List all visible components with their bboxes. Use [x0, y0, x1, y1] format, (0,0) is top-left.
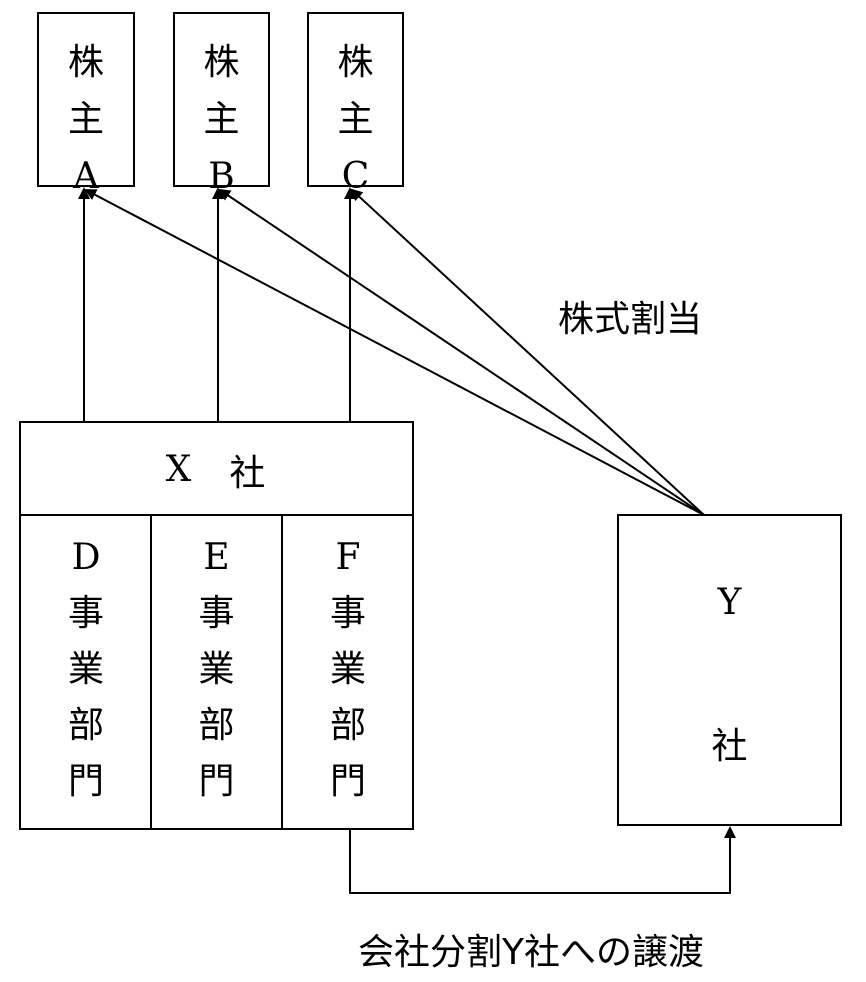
- department-e-char1: E: [203, 537, 230, 578]
- shareholder-b-char1: 株: [203, 42, 240, 83]
- shareholder-c-label: 株 主 C: [309, 34, 402, 205]
- department-d-label: D 事 業 部 門: [21, 530, 151, 810]
- department-d-char3: 業: [67, 649, 104, 690]
- shareholder-b-char2: 主: [203, 99, 240, 140]
- shareholder-a-char1: 株: [67, 42, 104, 83]
- department-d-column: D 事 業 部 門: [21, 516, 151, 828]
- department-d-char2: 事: [67, 593, 104, 634]
- department-f-char2: 事: [329, 593, 366, 634]
- department-e-char3: 業: [198, 649, 235, 690]
- shareholder-b-label: 株 主 B: [175, 34, 268, 205]
- split-transfer-label: 会社分割Y社への譲渡: [358, 932, 704, 973]
- y-to-shareholder-b-arrow: [218, 188, 705, 516]
- shareholder-b-char3: B: [208, 156, 235, 197]
- y-company-label: Y 社: [619, 516, 840, 774]
- shareholder-a-char2: 主: [67, 99, 104, 140]
- department-divider-1: [150, 516, 152, 828]
- shareholder-c-char2: 主: [337, 99, 374, 140]
- department-f-column: F 事 業 部 門: [284, 516, 412, 828]
- department-e-char4: 部: [198, 705, 235, 746]
- x-company-letter: X: [165, 449, 194, 490]
- x-company-word: 社: [229, 452, 268, 494]
- department-f-char3: 業: [329, 649, 366, 690]
- y-to-shareholder-a-arrow: [84, 189, 705, 516]
- department-f-char5: 門: [329, 761, 366, 802]
- shareholder-b-box: 株 主 B: [173, 12, 270, 197]
- shareholder-a-box: 株 主 A: [37, 12, 135, 197]
- y-company-box: Y 社: [617, 514, 842, 826]
- shareholder-c-char1: 株: [337, 42, 374, 83]
- shareholder-a-label: 株 主 A: [39, 34, 133, 205]
- x-company-divider: [21, 514, 412, 516]
- split-transfer-arrow: [349, 826, 736, 894]
- y-to-shareholder-c-arrow: [350, 188, 705, 516]
- y-company-letter: Y: [717, 582, 742, 623]
- y-company-word: 社: [711, 726, 748, 767]
- shareholder-c-box: 株 主 C: [307, 12, 404, 197]
- share-allotment-label: 株式割当: [558, 299, 703, 340]
- department-divider-2: [281, 516, 283, 828]
- department-d-char5: 門: [67, 761, 104, 802]
- department-e-char2: 事: [198, 593, 235, 634]
- shareholder-c-char3: C: [341, 156, 370, 197]
- department-f-char4: 部: [329, 705, 366, 746]
- department-d-char4: 部: [67, 705, 104, 746]
- department-f-char1: F: [335, 537, 361, 578]
- department-e-column: E 事 業 部 門: [152, 516, 281, 828]
- department-e-label: E 事 業 部 門: [152, 530, 281, 810]
- x-company-title: X 社: [21, 423, 412, 516]
- shareholder-a-char3: A: [73, 156, 99, 197]
- x-company-box: X 社 D 事 業 部 門 E 事 業 部 門: [19, 421, 414, 830]
- department-e-char5: 門: [198, 761, 235, 802]
- department-d-char1: D: [71, 537, 101, 578]
- department-f-label: F 事 業 部 門: [284, 530, 412, 810]
